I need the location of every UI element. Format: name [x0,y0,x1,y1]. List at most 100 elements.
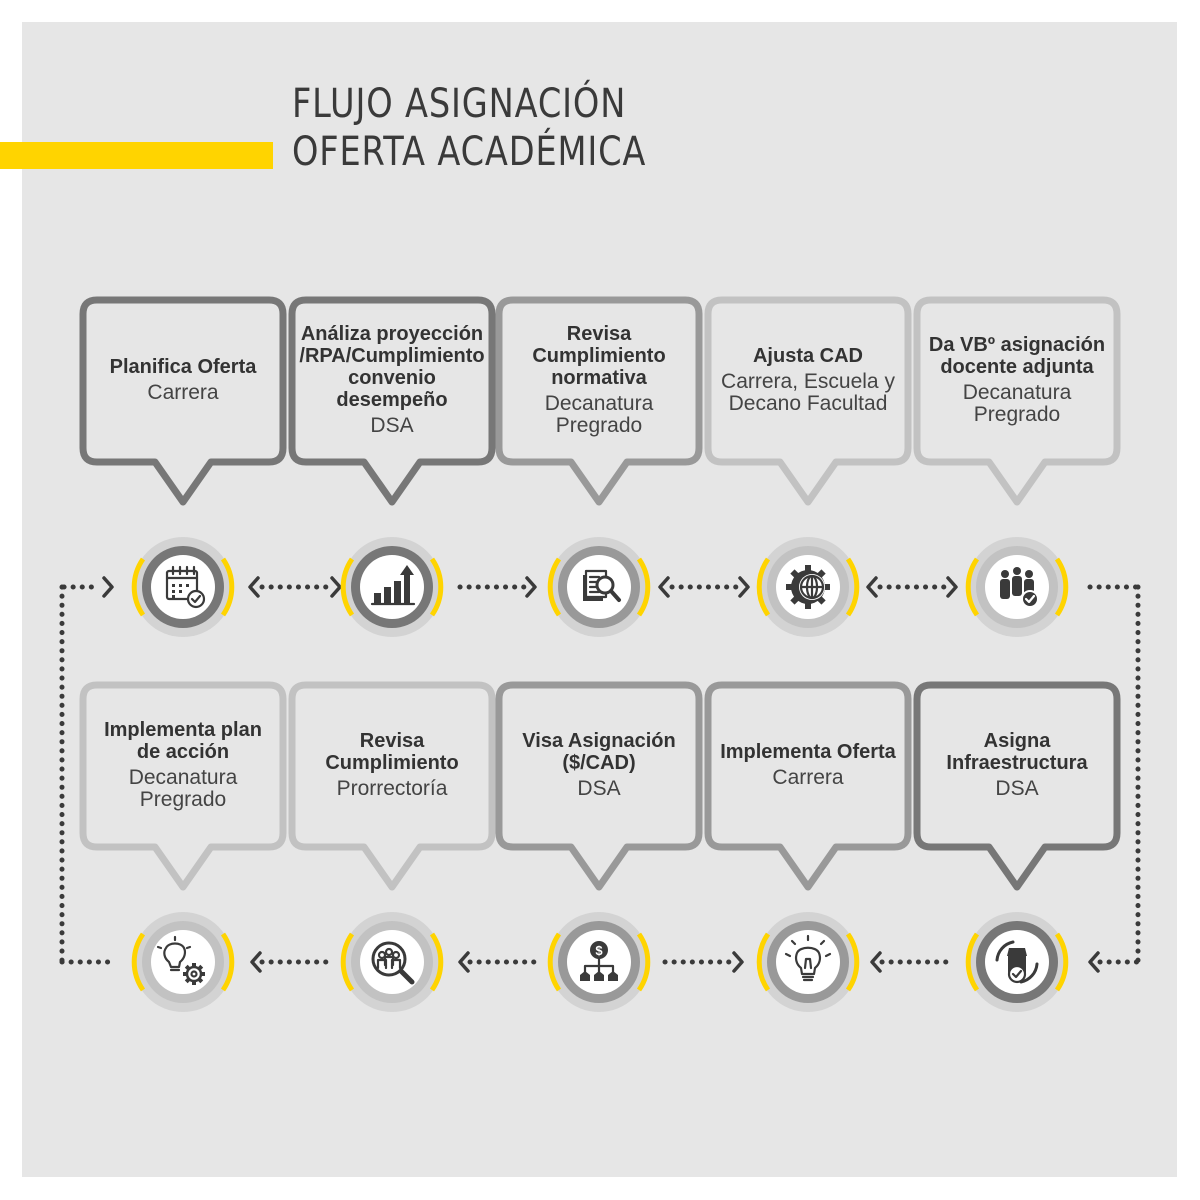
step-box [913,681,1121,891]
arrow-left-icon [658,576,670,598]
growth-chart-icon [370,565,416,606]
svg-text:$: $ [595,943,603,958]
lightbulb-gear-icon [156,935,205,985]
accent-arc-left [547,557,562,617]
page-title: FLUJO ASIGNACIÓN OFERTA ACADÉMICA [292,80,646,176]
step-3 [495,296,703,637]
step-title: Revisa Cumplimiento [325,730,459,774]
step-1 [79,296,287,637]
arrow-left-icon [870,951,882,973]
step-subtitle: Decanatura Pregrado [128,766,238,811]
step-10 [79,681,287,1012]
step-title: Análiza proyección /RPA/Cumplimiento con… [299,323,485,411]
calendar-check-icon [165,565,206,609]
step-9 [288,681,496,1012]
connectors [59,576,1141,973]
arrow-right-icon [102,576,114,598]
accent-arc-right [636,932,651,992]
node-center [360,555,424,619]
accent-arc-right [220,932,235,992]
arrow-right-icon [738,576,750,598]
people-magnifier-icon [371,941,415,985]
accent-arc-right [636,557,651,617]
step-title: Planifica Oferta [109,356,257,378]
step-title: Implementa plan de acción [104,719,262,763]
arrow-left-icon [248,576,260,598]
step-subtitle: DSA [995,777,1039,800]
step-5 [913,296,1121,637]
accent-arc-right [1054,557,1069,617]
step-box [79,296,287,506]
title-line-2: OFERTA ACADÉMICA [292,129,647,175]
accent-arc-left [340,557,355,617]
accent-arc-right [429,557,444,617]
step-subtitle: Carrera [772,766,844,789]
arrow-left-icon [250,951,262,973]
gear-globe-icon [786,565,830,609]
accent-arc-right [845,557,860,617]
arrow-left-icon [866,576,878,598]
arrow-right-icon [525,576,537,598]
step-title: Da VBº asignación docente adjunta [928,334,1106,378]
people-check-icon [1000,567,1039,608]
accent-arc-left [965,557,980,617]
step-8: $ [495,681,703,1012]
accent-arc-left [756,557,771,617]
step-subtitle: Carrera [147,381,219,404]
step-title: Visa Asignación ($/CAD) [522,730,676,774]
step-box [704,681,912,891]
lightbulb-icon [784,934,832,982]
step-box [913,296,1121,506]
arrow-right-icon [946,576,958,598]
step-box [495,681,703,891]
building-cycle-check-icon [995,940,1039,984]
step-text: Ajusta CAD Carrera, Escuela y Decano Facu… [718,312,898,448]
step-2 [288,296,496,637]
accent-bar [0,142,273,169]
step-7 [704,681,912,1012]
node-center [151,930,215,994]
node-center [151,555,215,619]
step-subtitle: Decanatura Pregrado [544,392,654,437]
arrow-right-icon [732,951,744,973]
step-title: Implementa Oferta [720,741,896,763]
step-4 [704,296,912,637]
step-text: Análiza proyección /RPA/Cumplimiento con… [299,312,485,448]
step-subtitle: DSA [370,414,414,437]
step-title: Revisa Cumplimiento normativa [532,323,666,389]
accent-arc-right [220,557,235,617]
step-subtitle: Prorrectoría [336,777,448,800]
money-hierarchy-icon: $ [580,941,618,981]
step-box [288,296,496,506]
accent-arc-right [1054,932,1069,992]
accent-arc-right [845,932,860,992]
step-box [288,681,496,891]
step-title: Asigna Infraestructura [946,730,1088,774]
step-subtitle: DSA [577,777,621,800]
arrow-left-icon [1088,951,1100,973]
arrow-right-icon [330,576,342,598]
step-box [704,296,912,506]
accent-arc-left [756,932,771,992]
node-center [776,930,840,994]
step-title: Ajusta CAD [752,345,863,367]
accent-arc-left [965,932,980,992]
arrow-left-icon [458,951,470,973]
accent-arc-left [547,932,562,992]
step-subtitle: Carrera, Escuela y Decano Facultad [721,370,895,415]
step-text: Visa Asignación ($/CAD) DSA [509,697,689,833]
document-search-icon [583,569,621,602]
accent-arc-left [340,932,355,992]
title-line-1: FLUJO ASIGNACIÓN [292,81,627,127]
step-6 [913,681,1121,1012]
step-box [79,681,287,891]
step-subtitle: Decanatura Pregrado [962,381,1072,426]
